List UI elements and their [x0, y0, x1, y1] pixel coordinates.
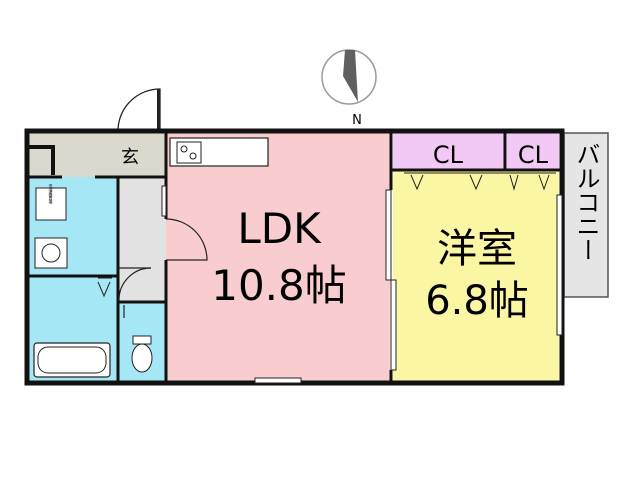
wall-stub — [29, 145, 53, 149]
burner-icon — [180, 145, 188, 153]
washer-label: 洗濯機置場 — [49, 183, 54, 205]
kitchen-counter — [169, 137, 269, 167]
toilet-icon — [131, 343, 153, 373]
ldk-name: LDK — [237, 204, 322, 253]
wall-stub-vertical — [51, 145, 55, 175]
ldk-size: 10.8帖 — [211, 261, 347, 310]
toilet — [131, 335, 153, 373]
bedroom-size: 6.8帖 — [425, 278, 529, 324]
balcony — [563, 132, 609, 298]
north-arrow-icon — [343, 50, 358, 102]
closet-door-markers — [404, 172, 556, 191]
closet-left-label: CL — [433, 141, 464, 169]
bath-door-marker — [97, 281, 111, 298]
hall-panel — [161, 185, 167, 217]
bedroom-name: 洋室 — [437, 226, 517, 272]
closet-right — [507, 133, 559, 170]
bathtub — [33, 342, 111, 378]
entrance-area — [29, 133, 166, 177]
bedroom-window — [556, 194, 563, 336]
entrance-door — [117, 88, 161, 132]
sliding-door — [385, 189, 397, 371]
closet-right-label: CL — [518, 141, 549, 169]
basin-icon — [41, 243, 61, 263]
compass-label: N — [352, 113, 362, 128]
ldk-room — [166, 133, 390, 381]
ldk-window — [254, 377, 302, 384]
wash-basin — [34, 237, 68, 269]
entrance-label: 玄 — [121, 147, 139, 168]
washer-space: 洗濯機置場 — [35, 183, 67, 221]
ldk-door — [165, 218, 208, 261]
burner-icon — [189, 152, 197, 160]
closet-left — [393, 133, 504, 170]
compass: N — [321, 49, 377, 128]
bedroom-room — [393, 170, 559, 381]
balcony-label: バルコニー — [572, 142, 600, 262]
